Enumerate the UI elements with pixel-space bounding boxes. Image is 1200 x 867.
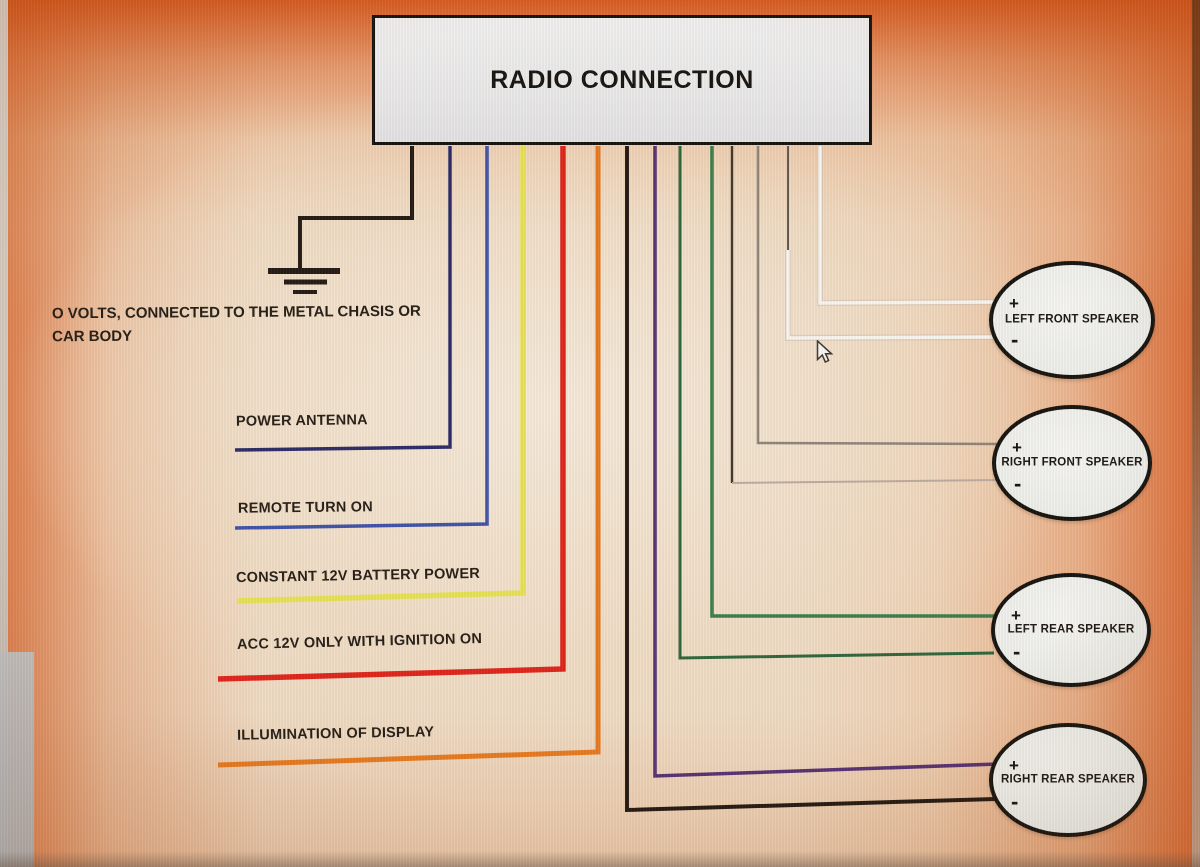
left-front-speaker-minus: - bbox=[1011, 327, 1019, 352]
wire-power-antenna bbox=[234, 146, 452, 452]
wire-left-front-plus-shadow bbox=[817, 146, 998, 307]
diagram-title: RADIO CONNECTION bbox=[490, 65, 754, 94]
right-front-speaker-minus: - bbox=[1014, 471, 1022, 496]
screen-edge-right bbox=[1192, 0, 1200, 867]
wire-right-front-plus bbox=[756, 146, 998, 446]
right-front-speaker-plus: + bbox=[1012, 438, 1022, 457]
left-rear-speaker-plus: + bbox=[1011, 606, 1021, 625]
left-front-speaker-plus: + bbox=[1009, 294, 1019, 313]
left-front-speaker: + - LEFT FRONT SPEAKER bbox=[989, 261, 1155, 379]
wire-remote-turn-on bbox=[234, 146, 489, 530]
radio-connection-box: RADIO CONNECTION bbox=[372, 15, 872, 145]
right-rear-speaker: + - RIGHT REAR SPEAKER bbox=[989, 723, 1147, 837]
left-rear-speaker: + - LEFT REAR SPEAKER bbox=[991, 573, 1151, 687]
label-power-antenna: POWER ANTENNA bbox=[235, 412, 368, 430]
right-rear-speaker-plus: + bbox=[1009, 756, 1019, 775]
ground-note-line2: CAR BODY bbox=[52, 327, 133, 346]
wire-left-front-plus bbox=[818, 146, 998, 305]
right-front-speaker-label: RIGHT FRONT SPEAKER bbox=[1001, 456, 1143, 469]
wire-constant-12v bbox=[236, 146, 526, 604]
wire-illumination bbox=[217, 146, 601, 768]
wire-left-rear-minus bbox=[678, 146, 995, 660]
screen-edge-bottom-left bbox=[0, 652, 34, 867]
wire-right-rear-plus bbox=[653, 146, 999, 778]
wire-left-front-minus bbox=[786, 250, 996, 340]
label-remote-turn-on: REMOTE TURN ON bbox=[237, 499, 374, 517]
mouse-arrow-cursor-icon bbox=[816, 340, 834, 363]
right-front-speaker: + - RIGHT FRONT SPEAKER bbox=[992, 405, 1152, 521]
wire-acc-12v bbox=[217, 146, 566, 682]
left-rear-speaker-minus: - bbox=[1013, 639, 1021, 664]
right-rear-speaker-minus: - bbox=[1011, 789, 1019, 814]
screen-edge-left bbox=[0, 0, 8, 867]
wire-ground bbox=[298, 146, 414, 269]
ground-note: O VOLTS, CONNECTED TO THE METAL CHASIS O… bbox=[52, 300, 421, 349]
wire-right-front-minus bbox=[731, 479, 998, 484]
ground-note-line1: O VOLTS, CONNECTED TO THE METAL CHASIS O… bbox=[51, 302, 421, 323]
right-rear-speaker-label: RIGHT REAR SPEAKER bbox=[1001, 773, 1135, 786]
left-front-speaker-label: LEFT FRONT SPEAKER bbox=[1005, 313, 1139, 326]
wire-left-rear-plus bbox=[710, 146, 994, 618]
left-rear-speaker-label: LEFT REAR SPEAKER bbox=[1007, 623, 1135, 636]
wire-right-rear-minus bbox=[625, 146, 996, 813]
